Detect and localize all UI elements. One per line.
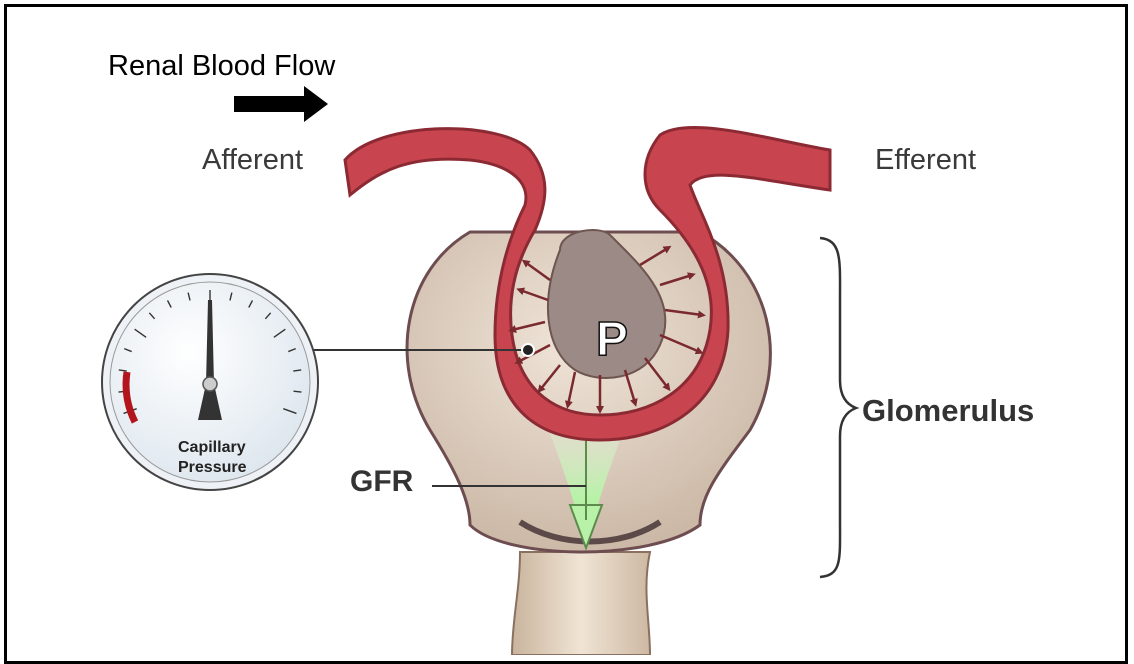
gauge-tick (294, 391, 302, 392)
pressure-symbol: P (596, 312, 628, 367)
pressure-point (522, 344, 534, 356)
flow-arrow-icon (234, 86, 328, 122)
glomerulus-bracket (820, 238, 856, 577)
gauge-pivot (203, 377, 217, 391)
gfr-label: GFR (350, 465, 413, 499)
tubule (512, 552, 650, 655)
capillary-pressure-label: Capillary Pressure (178, 438, 244, 478)
glomerulus-label: Glomerulus (862, 393, 1034, 429)
renal-blood-flow-title: Renal Blood Flow (108, 50, 335, 83)
efferent-label: Efferent (875, 144, 976, 177)
afferent-label: Afferent (202, 144, 303, 177)
